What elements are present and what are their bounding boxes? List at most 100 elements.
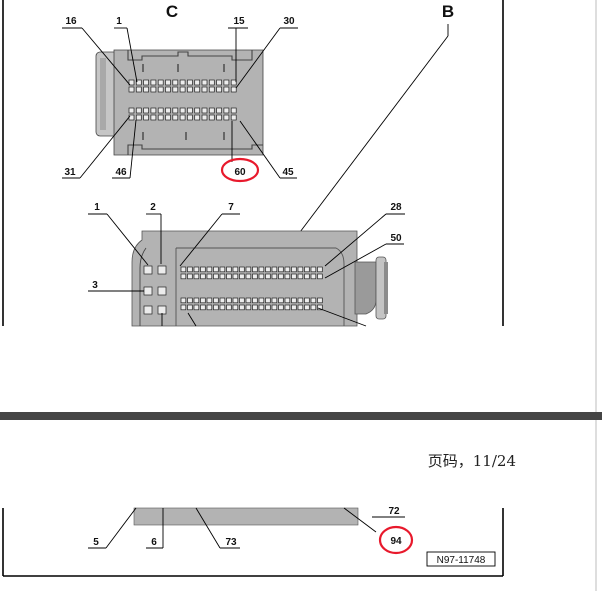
- pin-cavity-c: [143, 114, 149, 121]
- pin-label-c-15: 15: [233, 16, 245, 27]
- pin-cavity-b: [200, 304, 206, 311]
- pin-cavity-b: [187, 273, 193, 280]
- pin-cavity-b: [291, 273, 297, 280]
- pin-cavity-c: [194, 114, 201, 121]
- pin-cavity-c: [165, 114, 171, 121]
- pin-cavity-b: [206, 297, 213, 304]
- pin-cavity-b: [297, 266, 304, 273]
- pin-cavity-b: [245, 273, 252, 280]
- pin-cavity-b: [258, 273, 265, 280]
- pin-cavity-c: [187, 114, 193, 121]
- pin-cavity-c: [201, 114, 208, 121]
- pin-cavity-b: [213, 304, 219, 311]
- pin-label-b-28: 28: [390, 202, 402, 213]
- connector-b-leaders-bottom: [88, 507, 405, 549]
- top-frame: [2, 0, 504, 326]
- pin-cavity-b: [226, 273, 232, 280]
- pin-cavity-b-large: [157, 286, 167, 296]
- pin-label-b-6: 6: [151, 537, 157, 548]
- pin-cavity-b: [213, 273, 219, 280]
- pin-cavity-b: [180, 266, 187, 273]
- pin-cavity-b: [226, 266, 232, 273]
- pin-cavity-b: [310, 304, 317, 311]
- pin-cavity-b: [232, 304, 239, 311]
- connector-c-housing: [95, 49, 264, 156]
- pin-label-b-50: 50: [390, 233, 402, 244]
- pin-cavity-b: [291, 297, 297, 304]
- pin-cavity-b: [187, 297, 193, 304]
- pin-cavity-b: [193, 304, 200, 311]
- pin-cavity-b: [304, 304, 310, 311]
- pin-cavity-c: [128, 86, 135, 93]
- pin-cavity-c: [143, 107, 149, 114]
- pin-cavity-b: [200, 266, 206, 273]
- pin-cavity-b: [317, 266, 323, 273]
- pin-cavity-b: [278, 304, 284, 311]
- pin-cavity-c: [157, 79, 164, 86]
- pin-cavity-c: [187, 107, 193, 114]
- pin-label-b-73: 73: [225, 537, 237, 548]
- pin-cavity-b: [265, 304, 271, 311]
- pin-cavity-b: [284, 297, 291, 304]
- pin-cavity-b: [239, 266, 245, 273]
- pin-cavity-b: [278, 273, 284, 280]
- pin-cavity-c: [135, 86, 142, 93]
- connector-b-housing-bottom: [133, 507, 359, 526]
- connector-c-leaders: [62, 27, 298, 179]
- pin-cavity-b: [271, 266, 278, 273]
- pin-cavity-b: [213, 266, 219, 273]
- pin-cavity-b: [180, 304, 187, 311]
- pin-cavity-c: [194, 107, 201, 114]
- pin-cavity-c: [201, 107, 208, 114]
- pin-cavity-c: [172, 86, 179, 93]
- pin-cavity-c: [165, 79, 171, 86]
- pin-cavity-c: [216, 79, 222, 86]
- pin-cavity-b: [245, 297, 252, 304]
- pin-cavity-c: [143, 79, 149, 86]
- pin-cavity-c: [208, 114, 215, 121]
- pin-cavity-b-large: [157, 305, 167, 315]
- pin-cavity-b: [232, 266, 239, 273]
- pin-cavity-c: [172, 107, 179, 114]
- pin-cavity-b: [271, 297, 278, 304]
- pin-cavity-b: [219, 266, 226, 273]
- pin-cavity-c: [208, 86, 215, 93]
- pin-cavity-b: [252, 273, 258, 280]
- pin-cavity-b: [200, 273, 206, 280]
- pin-cavity-b-large: [143, 286, 153, 296]
- pin-label-b-7: 7: [228, 202, 234, 213]
- pin-cavity-b: [193, 273, 200, 280]
- pin-cavity-b: [239, 304, 245, 311]
- pin-cavity-b: [219, 297, 226, 304]
- highlight-circle-60: [220, 157, 260, 183]
- pin-cavity-b: [258, 304, 265, 311]
- pin-cavity-b: [239, 273, 245, 280]
- pin-cavity-c: [223, 114, 230, 121]
- pin-cavity-c: [135, 107, 142, 114]
- pin-cavity-b: [297, 297, 304, 304]
- pin-label-c-16: 16: [65, 16, 77, 27]
- pin-cavity-c: [194, 79, 201, 86]
- page-indicator: 页码，11/24: [428, 452, 516, 470]
- pin-cavity-c: [135, 114, 142, 121]
- pin-cavity-c: [150, 79, 157, 86]
- pin-cavity-b: [187, 266, 193, 273]
- pin-cavity-b: [291, 304, 297, 311]
- pin-cavity-c: [230, 79, 237, 86]
- pin-cavity-b: [297, 273, 304, 280]
- pin-cavity-b: [213, 297, 219, 304]
- pin-cavity-b: [271, 304, 278, 311]
- pin-cavity-c: [216, 86, 222, 93]
- pin-cavity-b: [284, 304, 291, 311]
- pin-cavity-b: [206, 273, 213, 280]
- pin-cavity-b: [245, 266, 252, 273]
- pin-label-b-94: 94: [390, 536, 402, 547]
- pin-cavity-c: [223, 107, 230, 114]
- pin-cavity-b: [278, 297, 284, 304]
- pin-cavity-b: [317, 273, 323, 280]
- pin-label-b-3: 3: [92, 280, 98, 291]
- pin-cavity-c: [223, 86, 230, 93]
- pin-cavity-b: [265, 273, 271, 280]
- highlight-circle-94: [378, 525, 414, 555]
